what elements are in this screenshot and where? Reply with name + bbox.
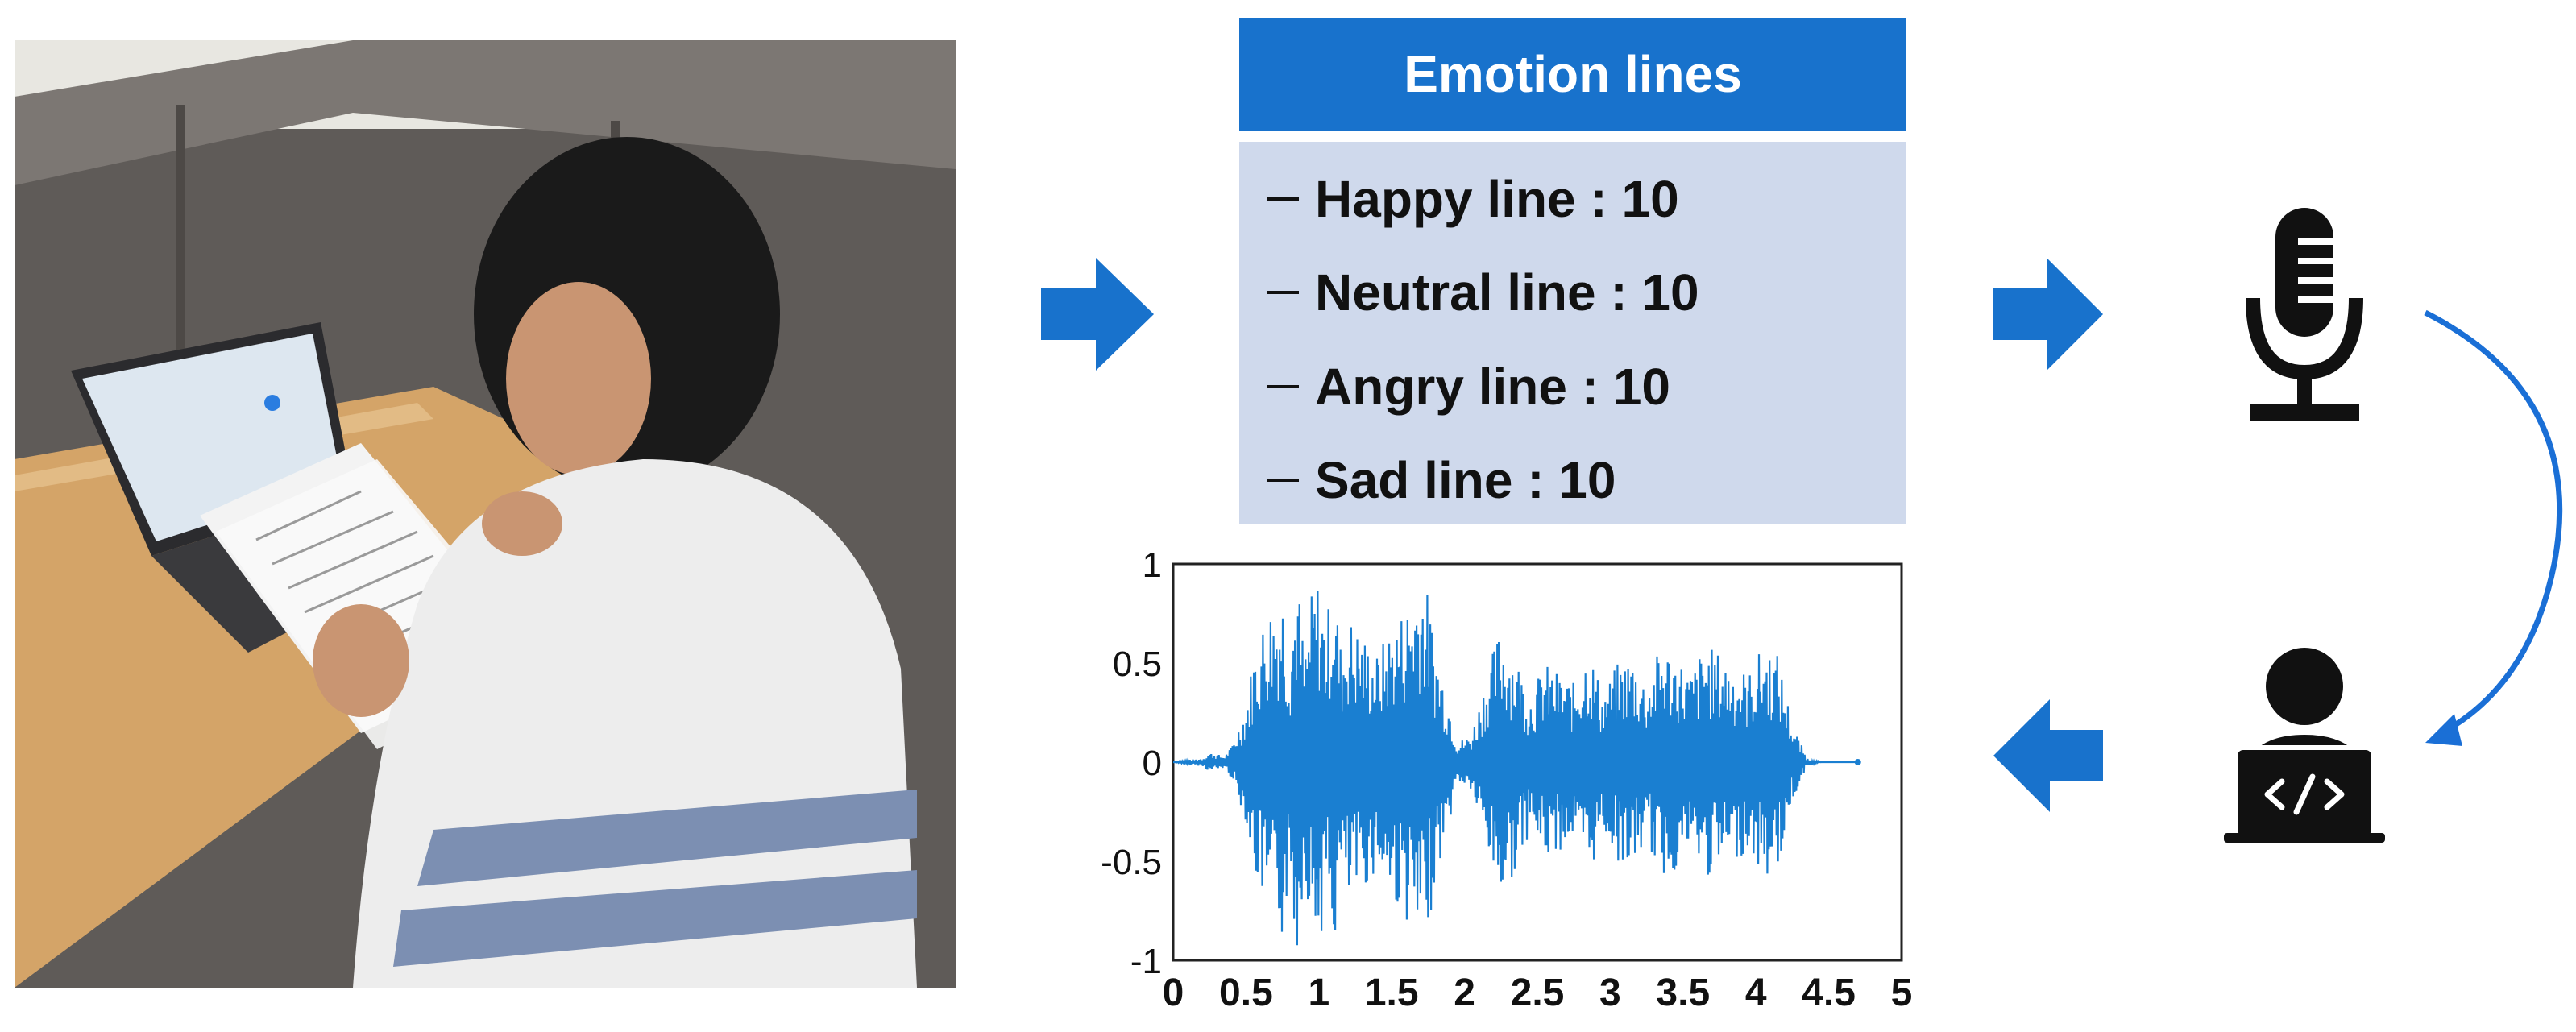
- list-item: Neutral line : 10: [1267, 246, 1699, 339]
- x-tick-label: 2.5: [1511, 972, 1565, 1014]
- microphone-icon: [2246, 208, 2363, 421]
- y-tick-label: -0.5: [1101, 843, 1162, 882]
- y-tick-label: 0: [1143, 744, 1162, 783]
- x-tick-label: 0.5: [1219, 972, 1273, 1014]
- x-tick-label: 2: [1454, 972, 1475, 1014]
- x-tick-label: 4.5: [1802, 972, 1856, 1014]
- emotion-lines-title: Emotion lines: [1404, 45, 1742, 103]
- dash-icon: [1267, 197, 1299, 201]
- y-tick-label: 1: [1143, 548, 1162, 585]
- developer-coding-icon: [2224, 648, 2385, 843]
- dash-icon: [1267, 291, 1299, 294]
- list-item: Happy line : 10: [1267, 152, 1679, 246]
- arrow-left-icon: [1993, 699, 2103, 812]
- emotion-line-label: Happy line : 10: [1315, 170, 1679, 228]
- x-tick-label: 0: [1163, 972, 1184, 1014]
- x-tick-label: 3: [1599, 972, 1621, 1014]
- arrow-right-icon: [1041, 258, 1154, 371]
- x-tick-label: 1: [1308, 972, 1329, 1014]
- x-tick-label: 3.5: [1656, 972, 1710, 1014]
- waveform-chart: 0 0.5 1 1.5 2 2.5 3 3.5 4 4.5 5 1 0.5 0 -0.5 -1: [1101, 548, 1913, 1014]
- person-reading-script-photo: [15, 40, 956, 988]
- x-tick-label: 4: [1745, 972, 1767, 1014]
- dash-icon: [1267, 479, 1299, 482]
- list-item: Sad line : 10: [1267, 433, 1616, 527]
- emotion-line-label: Neutral line : 10: [1315, 263, 1699, 321]
- emotion-line-label: Angry line : 10: [1315, 358, 1670, 416]
- x-tick-label: 5: [1891, 972, 1913, 1014]
- waveform-end-point: [1854, 759, 1861, 765]
- emotion-lines-header: Emotion lines: [1239, 18, 1906, 131]
- list-item: Angry line : 10: [1267, 340, 1670, 433]
- emotion-lines-list: Happy line : 10 Neutral line : 10 Angry …: [1239, 142, 1906, 524]
- x-tick-label: 1.5: [1365, 972, 1419, 1014]
- dash-icon: [1267, 385, 1299, 388]
- curved-arrow-down-icon: [2424, 309, 2563, 746]
- emotion-line-label: Sad line : 10: [1315, 451, 1616, 509]
- y-tick-label: 0.5: [1113, 644, 1162, 684]
- arrow-right-icon: [1993, 258, 2103, 371]
- waveform-series-line: [1172, 591, 1858, 946]
- photo-illustration: [15, 40, 956, 988]
- y-tick-label: -1: [1130, 942, 1162, 981]
